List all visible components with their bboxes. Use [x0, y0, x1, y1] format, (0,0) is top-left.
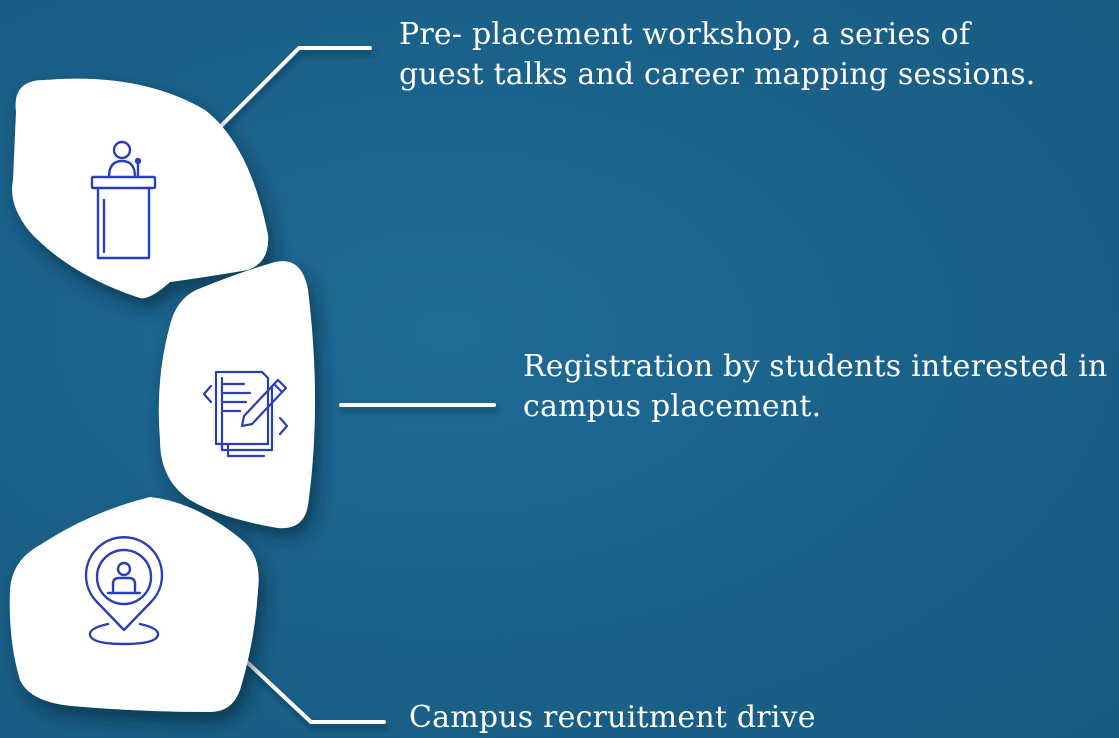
- card-shape-3: [9, 497, 259, 712]
- podium-speaker-icon: [90, 140, 157, 260]
- location-pin-person-icon: [84, 536, 164, 646]
- connector-line-3: [229, 645, 386, 724]
- step-text-3-line-1: Campus recruitment drive: [409, 700, 816, 735]
- step-text-2-line-1: Registration by students interested in: [523, 349, 1108, 384]
- step-text-2: Registration by students interested in c…: [523, 347, 1107, 427]
- step-text-2-line-2: campus placement.: [523, 389, 822, 424]
- connector-lines: [214, 46, 496, 724]
- step-text-1-line-2: guest talks and career mapping sessions.: [399, 57, 1036, 92]
- step-card-1: [12, 78, 269, 299]
- step-text-3: Campus recruitment drive: [409, 698, 816, 738]
- connector-line-1: [214, 46, 372, 133]
- document-pen-icon: [202, 370, 289, 458]
- step-text-1: Pre- placement workshop, a series of gue…: [399, 15, 1036, 95]
- card-shape-2: [158, 261, 315, 529]
- step-text-1-line-1: Pre- placement workshop, a series of: [399, 17, 971, 52]
- step-card-2: [158, 261, 315, 529]
- step-card-3: [9, 497, 259, 712]
